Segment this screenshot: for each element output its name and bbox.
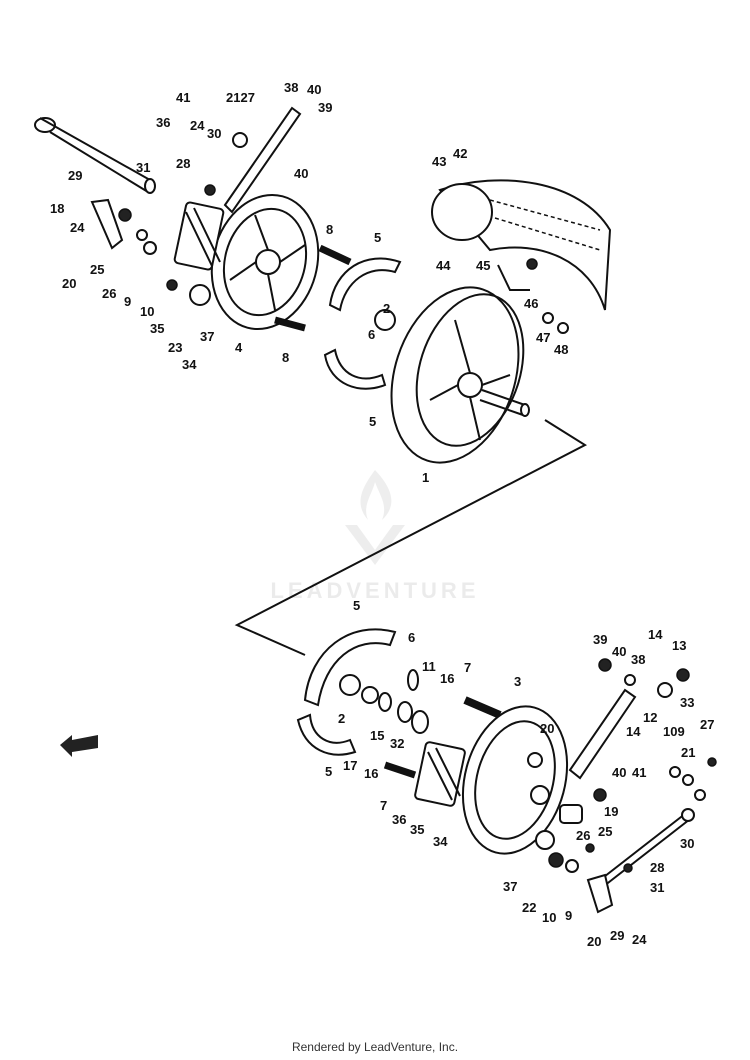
label-20b: 20 bbox=[540, 721, 554, 736]
label-2127: 2127 bbox=[226, 90, 255, 105]
label-24: 24 bbox=[190, 118, 205, 133]
part-labels: 41 2127 38 40 39 36 24 30 31 28 40 29 18… bbox=[50, 80, 714, 949]
label-37b: 37 bbox=[503, 879, 517, 894]
label-40b: 40 bbox=[294, 166, 308, 181]
brake-shoe-upper bbox=[328, 257, 402, 312]
label-31b: 31 bbox=[650, 880, 664, 895]
label-16: 16 bbox=[440, 671, 454, 686]
label-36: 36 bbox=[156, 115, 170, 130]
label-28b: 28 bbox=[650, 860, 664, 875]
label-42: 42 bbox=[453, 146, 467, 161]
label-35b: 35 bbox=[410, 822, 424, 837]
watermark-logo: LEADVENTURE bbox=[270, 470, 476, 603]
label-27: 27 bbox=[700, 717, 714, 732]
label-41b: 41 bbox=[632, 765, 646, 780]
brake-lever-lower bbox=[568, 688, 637, 780]
axle-rod bbox=[34, 117, 156, 194]
label-12: 12 bbox=[643, 710, 657, 725]
label-44: 44 bbox=[436, 258, 451, 273]
label-9: 9 bbox=[124, 294, 131, 309]
label-37: 37 bbox=[200, 329, 214, 344]
label-16b: 16 bbox=[364, 766, 378, 781]
label-13: 13 bbox=[672, 638, 686, 653]
label-6: 6 bbox=[368, 327, 375, 342]
brake-panel-upper bbox=[173, 193, 320, 331]
label-23: 23 bbox=[168, 340, 182, 355]
label-14: 14 bbox=[648, 627, 663, 642]
brake-lever-upper bbox=[223, 106, 302, 214]
label-9b: 9 bbox=[565, 908, 572, 923]
label-40d: 40 bbox=[612, 765, 626, 780]
label-26: 26 bbox=[102, 286, 116, 301]
label-28: 28 bbox=[176, 156, 190, 171]
label-29b: 29 bbox=[610, 928, 624, 943]
label-10: 10 bbox=[140, 304, 154, 319]
label-41: 41 bbox=[176, 90, 190, 105]
label-40: 40 bbox=[307, 82, 321, 97]
label-11: 11 bbox=[422, 659, 436, 674]
label-34: 34 bbox=[182, 357, 197, 372]
label-45: 45 bbox=[476, 258, 490, 273]
label-5b: 5 bbox=[369, 414, 376, 429]
label-25: 25 bbox=[90, 262, 104, 277]
label-3: 3 bbox=[514, 674, 521, 689]
label-4: 4 bbox=[235, 340, 243, 355]
label-20c: 20 bbox=[587, 934, 601, 949]
label-46: 46 bbox=[524, 296, 538, 311]
label-33: 33 bbox=[680, 695, 694, 710]
brake-arm-upper bbox=[90, 198, 124, 250]
brake-panel-lower bbox=[414, 705, 569, 855]
label-5c: 5 bbox=[353, 598, 360, 613]
label-32: 32 bbox=[390, 736, 404, 751]
label-36b: 36 bbox=[392, 812, 406, 827]
label-39b: 39 bbox=[593, 632, 607, 647]
label-38b: 38 bbox=[631, 652, 645, 667]
label-6b: 6 bbox=[408, 630, 415, 645]
label-10b: 10 bbox=[542, 910, 556, 925]
label-30: 30 bbox=[207, 126, 221, 141]
label-22: 22 bbox=[522, 900, 536, 915]
wheel-hub bbox=[390, 286, 530, 464]
label-21: 21 bbox=[681, 745, 695, 760]
label-47: 47 bbox=[536, 330, 550, 345]
label-24b: 24 bbox=[70, 220, 85, 235]
label-8: 8 bbox=[326, 222, 333, 237]
label-7b: 7 bbox=[380, 798, 387, 813]
label-40c: 40 bbox=[612, 644, 626, 659]
label-2: 2 bbox=[383, 301, 390, 316]
label-18: 18 bbox=[50, 201, 64, 216]
label-25b: 25 bbox=[598, 824, 612, 839]
label-2b: 2 bbox=[338, 711, 345, 726]
label-19: 19 bbox=[604, 804, 618, 819]
label-26b: 26 bbox=[576, 828, 590, 843]
label-17: 17 bbox=[343, 758, 357, 773]
tire-fender bbox=[431, 179, 612, 311]
label-1: 1 bbox=[422, 470, 429, 485]
label-14b: 14 bbox=[626, 724, 641, 739]
label-35: 35 bbox=[150, 321, 164, 336]
label-5d: 5 bbox=[325, 764, 332, 779]
label-48: 48 bbox=[554, 342, 568, 357]
brake-shoe-lower bbox=[303, 628, 397, 707]
label-29: 29 bbox=[68, 168, 82, 183]
label-34b: 34 bbox=[433, 834, 448, 849]
label-38: 38 bbox=[284, 80, 298, 95]
label-24c: 24 bbox=[632, 932, 647, 947]
label-39: 39 bbox=[318, 100, 332, 115]
footer-credit: Rendered by LeadVenture, Inc. bbox=[291, 1040, 459, 1054]
label-7: 7 bbox=[464, 660, 471, 675]
label-31: 31 bbox=[136, 160, 150, 175]
label-20: 20 bbox=[62, 276, 76, 291]
label-30b: 30 bbox=[680, 836, 694, 851]
label-15: 15 bbox=[370, 728, 384, 743]
label-43: 43 bbox=[432, 154, 446, 169]
direction-arrow-icon bbox=[60, 735, 98, 757]
label-8b: 8 bbox=[282, 350, 289, 365]
label-109: 109 bbox=[663, 724, 685, 739]
label-5: 5 bbox=[374, 230, 381, 245]
connector-line bbox=[234, 419, 588, 656]
rod-lower bbox=[599, 809, 695, 887]
